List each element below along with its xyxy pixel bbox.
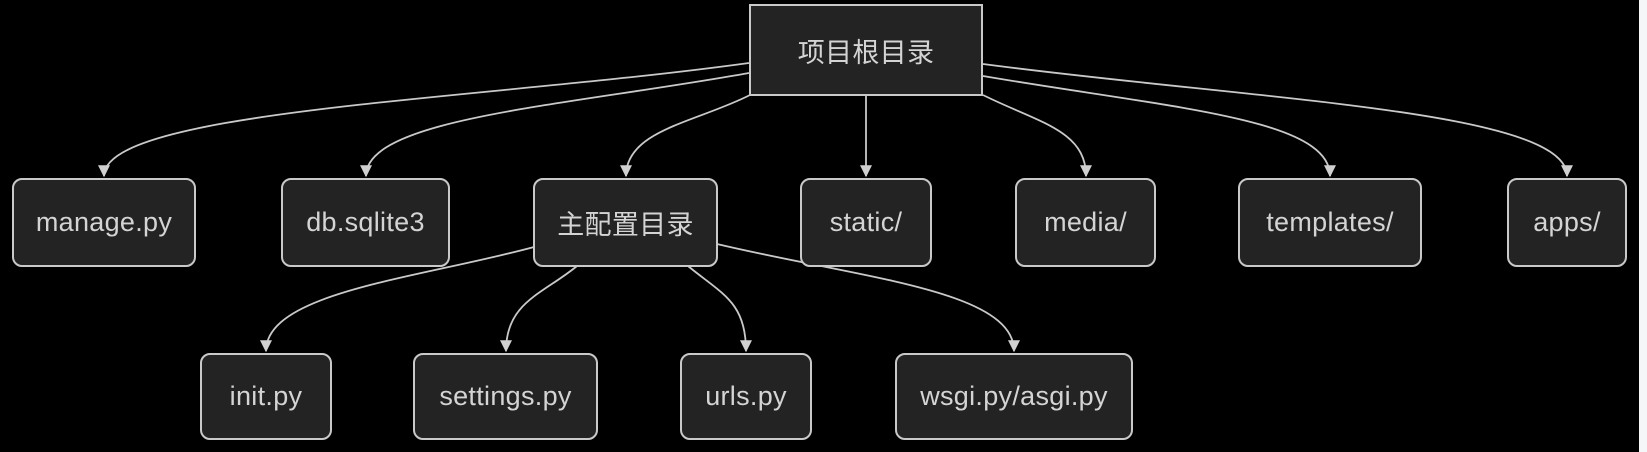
edge-root-to-config	[620, 94, 751, 178]
node-init-py: init.py	[200, 353, 332, 440]
edge-root-to-apps	[982, 63, 1573, 178]
node-settings-py: settings.py	[413, 353, 598, 440]
edge-config-to-urls	[687, 265, 752, 353]
node-templates-dir: templates/	[1238, 178, 1422, 267]
edge-root-to-media	[982, 94, 1092, 178]
edge-root-to-templates	[982, 75, 1336, 178]
edge-root-to-db	[360, 72, 750, 178]
right-edge-strip	[1639, 0, 1647, 452]
node-static-dir: static/	[800, 178, 932, 267]
edge-root-to-manage	[98, 62, 750, 178]
node-media-dir: media/	[1015, 178, 1156, 267]
node-apps-dir: apps/	[1507, 178, 1627, 267]
edge-config-to-settings	[500, 265, 578, 353]
node-project-root: 项目根目录	[749, 4, 983, 96]
node-db-sqlite3: db.sqlite3	[281, 178, 450, 267]
edge-config-to-wsgi	[716, 243, 1020, 353]
node-wsgi-asgi-py: wsgi.py/asgi.py	[895, 353, 1133, 440]
node-urls-py: urls.py	[680, 353, 812, 440]
node-manage-py: manage.py	[12, 178, 196, 267]
edge-config-to-init	[260, 246, 535, 353]
node-main-config-dir: 主配置目录	[533, 178, 718, 267]
